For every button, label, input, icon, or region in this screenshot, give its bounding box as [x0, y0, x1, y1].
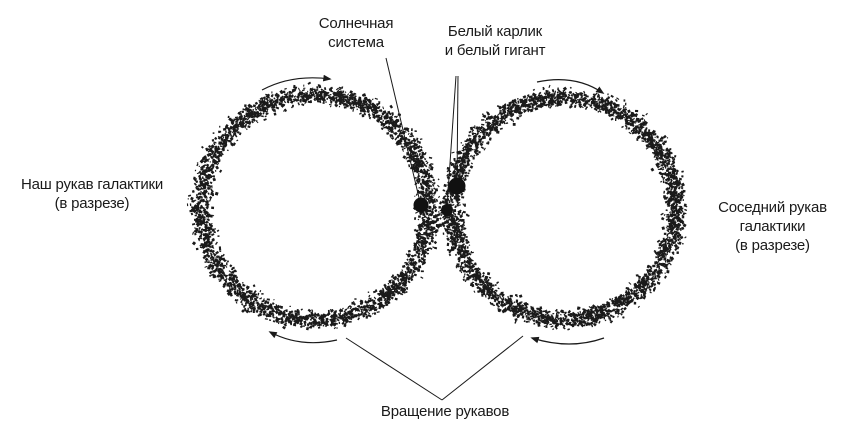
leader-line-solar-system	[385, 57, 421, 203]
neighbor-arm-label-line-3: (в разрезе)	[735, 237, 810, 254]
rotation-arrow-bottom-left	[268, 331, 338, 344]
white-dwarf-giant-label-line-2: и белый гигант	[444, 42, 546, 59]
white-dwarf-giant-label: Белый карлик и белый гигант	[430, 22, 560, 60]
our-arm-label-line-2: (в разрезе)	[54, 195, 130, 212]
arm-rotation-label-text: Вращение рукавов	[380, 403, 510, 420]
white-dwarf-dot	[441, 204, 453, 216]
neighbor-arm-ring	[438, 84, 688, 331]
neighbor-arm-label-line-1: Соседний рукав	[718, 199, 827, 216]
neighbor-arm-label: Соседний рукав галактики (в разрезе)	[700, 198, 845, 255]
solar-system-label: Солнечная система	[306, 14, 406, 52]
white-giant-dot	[448, 177, 466, 195]
white-dwarf-giant-label-line-1: Белый карлик	[447, 23, 543, 40]
neighbor-arm-label-line-2: галактики	[739, 218, 806, 235]
leader-line-white-giant	[456, 75, 459, 184]
our-arm-label: Наш рукав галактики (в разрезе)	[2, 175, 182, 213]
our-arm-label-line-1: Наш рукав галактики	[20, 176, 164, 193]
rotation-arrow-top-left	[261, 74, 332, 91]
solar-system-label-line-1: Солнечная	[318, 15, 394, 32]
solar-system-dot	[413, 197, 429, 213]
our-arm-ring	[186, 81, 443, 331]
leader-line-white-dwarf	[446, 75, 457, 208]
leader-line-rotation-right	[441, 335, 524, 401]
arm-rotation-label: Вращение рукавов	[360, 402, 530, 421]
rotation-arrow-bottom-right	[530, 336, 605, 345]
leader-line-rotation-left	[345, 337, 443, 401]
solar-system-label-line-2: система	[328, 34, 384, 51]
rotation-arrow-top-right	[536, 79, 605, 94]
